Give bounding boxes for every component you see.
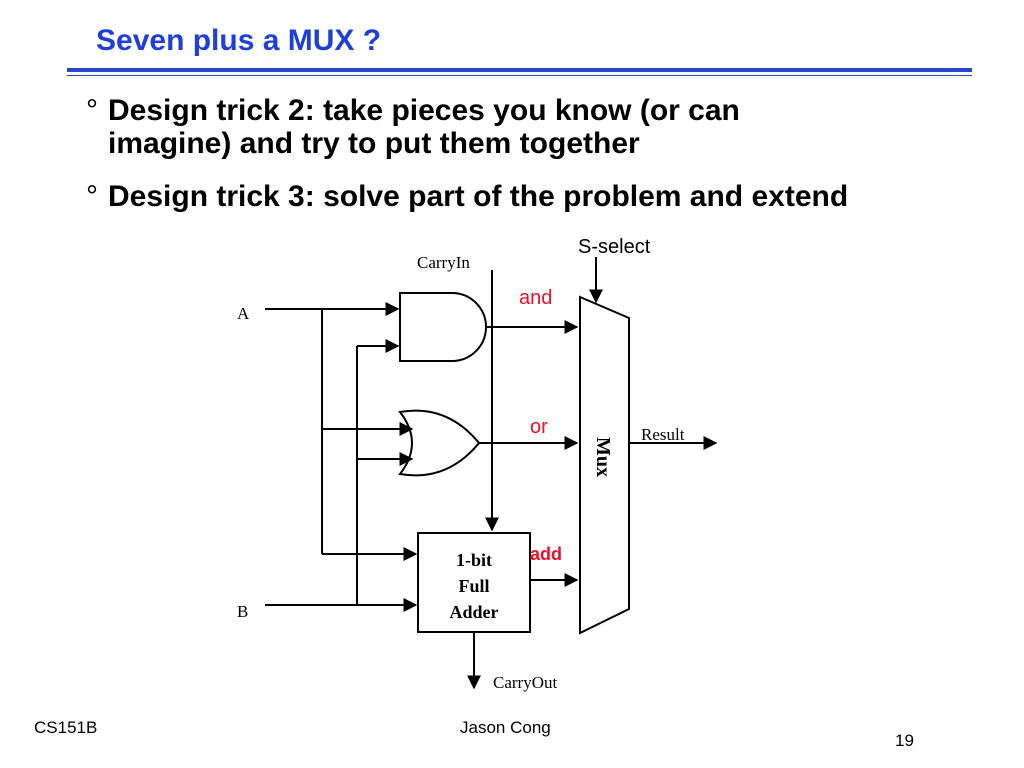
footer-page-number: 19 [895,731,914,750]
title-rule-thin [67,75,972,76]
bullet-1: ° Design trick 2: take pieces you know (… [86,94,846,160]
adder-label-line3: Adder [450,602,499,622]
bullet-text: Design trick 2: take pieces you know (or… [108,94,740,160]
bullet-text: Design trick 3: solve part of the proble… [108,180,849,213]
label-carryout: CarryOut [493,673,557,692]
slide-title: Seven plus a MUX ? [96,24,382,57]
label-add: add [530,544,562,564]
label-result: Result [641,425,685,444]
adder-label-line1: 1-bit [456,550,492,570]
footer-course: CS151B [34,718,98,737]
bullet-2: ° Design trick 3: solve part of the prob… [86,180,966,213]
label-and: and [519,287,552,309]
label-or: or [530,416,548,438]
and-gate [399,292,487,362]
label-mux: Mux [592,437,614,477]
label-s-select: S-select [578,236,651,258]
label-input-b: B [237,602,248,621]
bullet-mark: ° [86,180,98,213]
footer-author: Jason Cong [460,718,551,737]
bullet-mark: ° [86,94,98,127]
adder-label-line2: Full [458,576,489,596]
or-gate [398,409,481,477]
label-input-a: A [237,304,250,323]
label-carryin: CarryIn [417,253,470,272]
title-rule-thick [67,68,972,72]
mux-shape [579,295,630,635]
